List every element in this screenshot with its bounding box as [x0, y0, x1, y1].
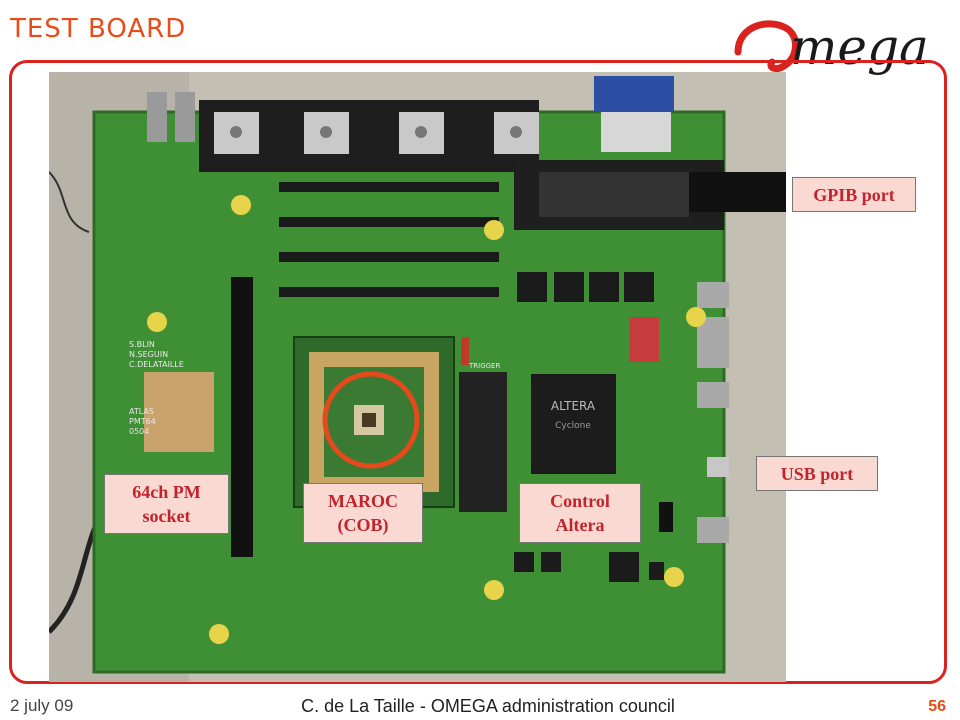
slide-title: TEST BOARD: [10, 14, 187, 44]
footer-author: C. de La Taille - OMEGA administration c…: [301, 696, 675, 716]
maroc-cob: [293, 336, 455, 508]
maroc-highlight-circle: [322, 371, 420, 469]
gpib-connector: [514, 160, 786, 230]
page-number: 56: [928, 698, 946, 715]
omega-logo-text: mega: [790, 18, 929, 76]
pm-socket-label: 64ch PM socket: [104, 474, 229, 534]
usb-connector: [707, 457, 729, 477]
svg-text:Cyclone: Cyclone: [555, 421, 591, 431]
board-atlas-label: ATLAS PMT64 0504: [129, 407, 158, 436]
test-board-photo: ALTERA Cyclone: [49, 72, 786, 682]
footer-date: 2 july 09: [10, 696, 74, 715]
altera-fpga: ALTERA Cyclone: [531, 374, 616, 474]
maroc-label: MAROC (COB): [303, 483, 423, 543]
voltage-regulators: [199, 100, 539, 172]
omega-logo: mega: [734, 18, 929, 76]
gpib-port-label: GPIB port: [792, 177, 916, 212]
slide-frame: [9, 60, 947, 684]
omega-logo-swoosh: [734, 20, 799, 73]
trigger-label: TRIGGER: [468, 362, 500, 370]
board-names: S.BLIN N.SEGUIN C.DELATAILLE: [129, 340, 184, 369]
control-altera-label: Control Altera: [519, 483, 641, 543]
pm-socket-pins: [144, 372, 214, 452]
usb-port-label: USB port: [756, 456, 878, 491]
pm-socket-connector: [231, 277, 253, 557]
svg-text:ALTERA: ALTERA: [551, 399, 596, 413]
